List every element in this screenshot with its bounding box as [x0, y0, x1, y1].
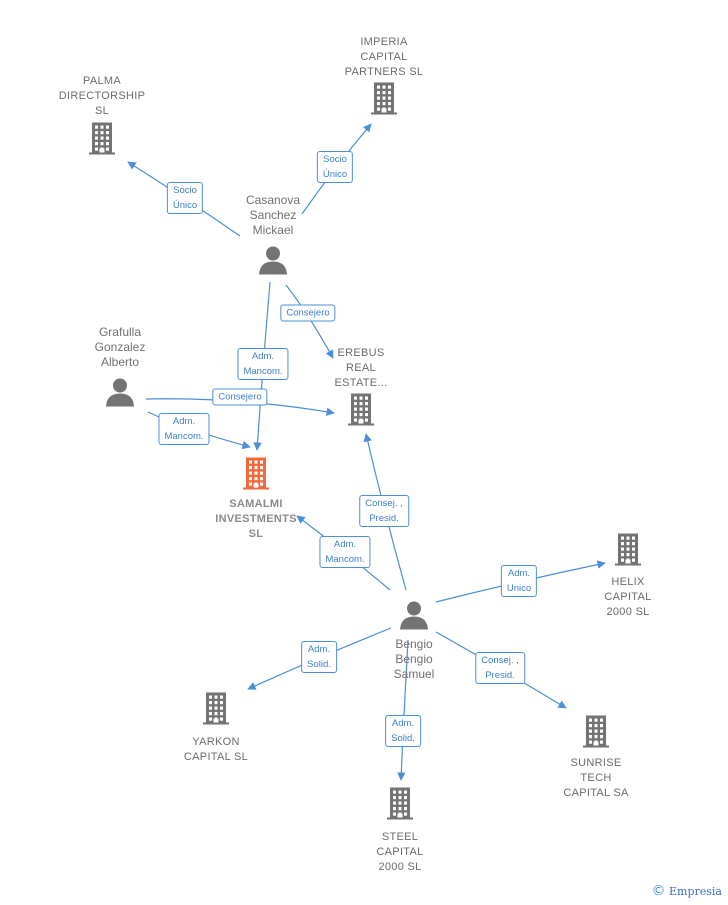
- node-label[interactable]: Bengio Bengio Samuel: [393, 637, 435, 681]
- node-label[interactable]: YARKON CAPITAL SL: [183, 736, 249, 763]
- building-icon[interactable]: [348, 393, 374, 431]
- edge-label[interactable]: Consej. , Presid.: [475, 652, 525, 684]
- building-icon[interactable]: [387, 787, 413, 825]
- node-label[interactable]: Casanova Sanchez Mickael: [245, 193, 301, 237]
- edge-casanova-to-erebus: [285, 284, 334, 359]
- edge-label[interactable]: Adm. Mancom.: [319, 536, 371, 568]
- node-label[interactable]: SAMALMI INVESTMENTS SL: [215, 498, 297, 540]
- building-icon[interactable]: [89, 122, 115, 160]
- building-icon[interactable]: [615, 533, 641, 571]
- brand-name: Empresia: [669, 885, 722, 898]
- building-icon[interactable]: [203, 692, 229, 730]
- node-label[interactable]: SUNRISE TECH CAPITAL SA: [563, 757, 629, 799]
- node-label[interactable]: IMPERIA CAPITAL PARTNERS SL: [344, 36, 424, 78]
- node-label[interactable]: EREBUS REAL ESTATE...: [334, 347, 388, 389]
- edge-label[interactable]: Adm. Unico: [500, 565, 538, 597]
- person-icon[interactable]: [258, 245, 288, 280]
- edge-label[interactable]: Adm. Solid.: [385, 715, 421, 747]
- person-icon[interactable]: [399, 600, 429, 635]
- node-label[interactable]: HELIX CAPITAL 2000 SL: [604, 576, 652, 618]
- building-icon[interactable]: [371, 82, 397, 120]
- person-icon[interactable]: [105, 377, 135, 412]
- building-icon[interactable]: [583, 715, 609, 753]
- edge-label[interactable]: Consej. , Presid.: [359, 495, 409, 527]
- node-label[interactable]: Grafulla Gonzalez Alberto: [94, 325, 146, 369]
- edge-label[interactable]: Adm. Mancom.: [158, 413, 210, 445]
- edge-label[interactable]: Adm. Mancom.: [237, 348, 289, 380]
- edge-label[interactable]: Adm. Solid.: [301, 641, 337, 673]
- building-icon[interactable]: [243, 457, 269, 495]
- edge-label[interactable]: Consejero: [212, 388, 268, 406]
- edge-label[interactable]: Socio Único: [316, 151, 354, 183]
- edge-label[interactable]: Socio Único: [166, 182, 204, 214]
- watermark: © Empresia: [652, 883, 723, 899]
- node-label[interactable]: STEEL CAPITAL 2000 SL: [376, 831, 424, 873]
- edge-label[interactable]: Consejero: [280, 304, 336, 322]
- node-label[interactable]: PALMA DIRECTORSHIP SL: [58, 75, 146, 117]
- copyright-icon: ©: [651, 883, 666, 899]
